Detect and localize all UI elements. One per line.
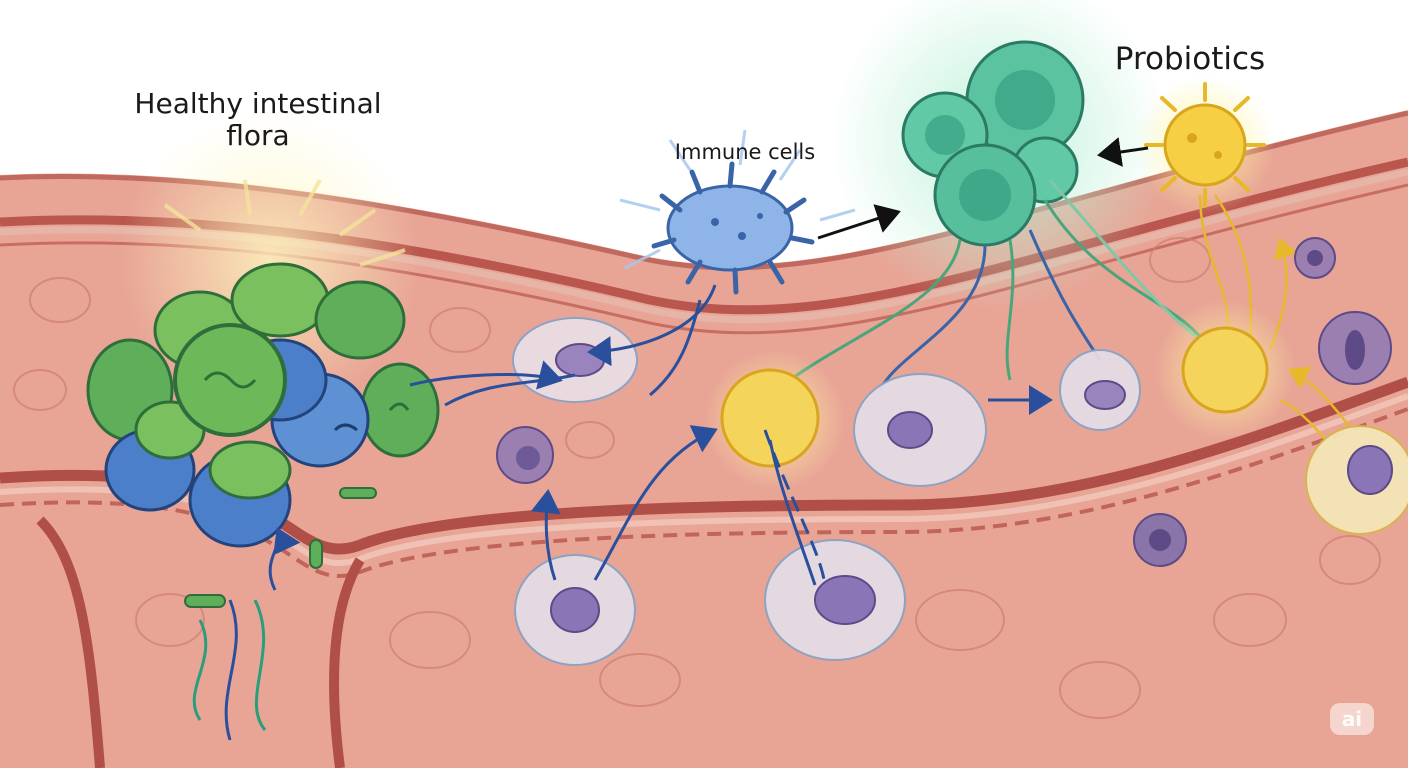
probiotic-cluster-icon [789, 40, 1212, 391]
immune-cell-rays [619, 129, 856, 270]
flora-label-line2: flora [226, 119, 290, 153]
signal-arrows [409, 284, 1053, 586]
crypt-wall [36, 516, 105, 768]
bacteria-cluster-icon [86, 262, 440, 741]
probiotics-label: Probiotics [1114, 41, 1266, 77]
dendritic-cell-icon [651, 161, 815, 295]
flora-label-line1: Healthy intestinal [134, 87, 382, 120]
healthy-flora-label: Healthy intestinal flora [118, 87, 398, 153]
flora-glow-rays [163, 179, 406, 267]
yellow-bacterium-icon [1144, 82, 1266, 208]
yellow-activated-cells [705, 300, 1295, 490]
ai-watermark: ai [1330, 703, 1374, 735]
arrow-yellow-to-cluster [1097, 137, 1149, 167]
arrow-immune-to-probiotics [817, 204, 901, 240]
tissue-immune-cells [496, 237, 1408, 666]
immune-cells-label: Immune cells [674, 140, 816, 164]
